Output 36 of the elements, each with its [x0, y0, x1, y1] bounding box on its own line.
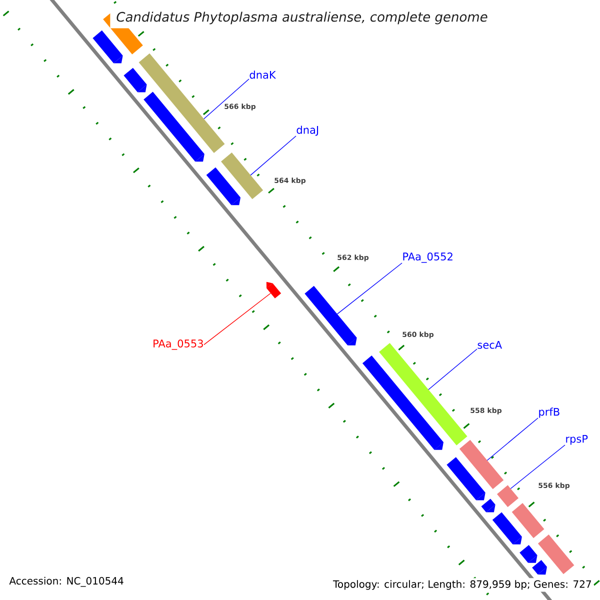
gene-block	[532, 560, 547, 575]
gene-block	[266, 282, 282, 298]
gene-bar	[221, 152, 264, 200]
gene-label: PAa_0553	[154, 340, 203, 350]
gene-label: secA	[478, 341, 502, 349]
gene-bar	[138, 53, 225, 153]
gene-block	[304, 286, 357, 346]
leader-line	[204, 292, 271, 346]
accession-text: Accession: NC_010544	[9, 576, 124, 587]
gene-bar	[512, 503, 544, 538]
leader-line	[428, 348, 478, 390]
gene-label: prfB	[539, 408, 560, 418]
gene-bar	[538, 534, 574, 574]
gene-bar	[379, 342, 468, 446]
title: Candidatus Phytoplasma australiense, complete genome	[110, 8, 494, 28]
gene-label: rpsP	[566, 434, 588, 445]
gene-block	[362, 356, 444, 450]
gene-block	[446, 457, 486, 500]
gene-block	[520, 544, 538, 563]
gene-label: dnaJ	[296, 126, 318, 136]
leader-line	[486, 418, 538, 461]
gene-block	[481, 498, 496, 512]
gene-block	[144, 92, 204, 162]
leader-line	[510, 444, 566, 489]
leader-line	[204, 78, 250, 120]
gene-block	[92, 30, 123, 64]
gene-block	[492, 512, 522, 544]
gene-bar	[496, 485, 519, 508]
gene-label: dnaK	[250, 70, 276, 79]
leader-line	[250, 136, 296, 176]
gene-block	[206, 167, 241, 206]
genome-info-text: Topology: circular; Length: 879,959 bp; Genes: 727	[331, 578, 594, 592]
gene-label: PAa_0552	[403, 252, 452, 263]
gene-bar	[459, 440, 504, 490]
gene-block	[124, 68, 147, 92]
leader-line	[336, 262, 402, 314]
